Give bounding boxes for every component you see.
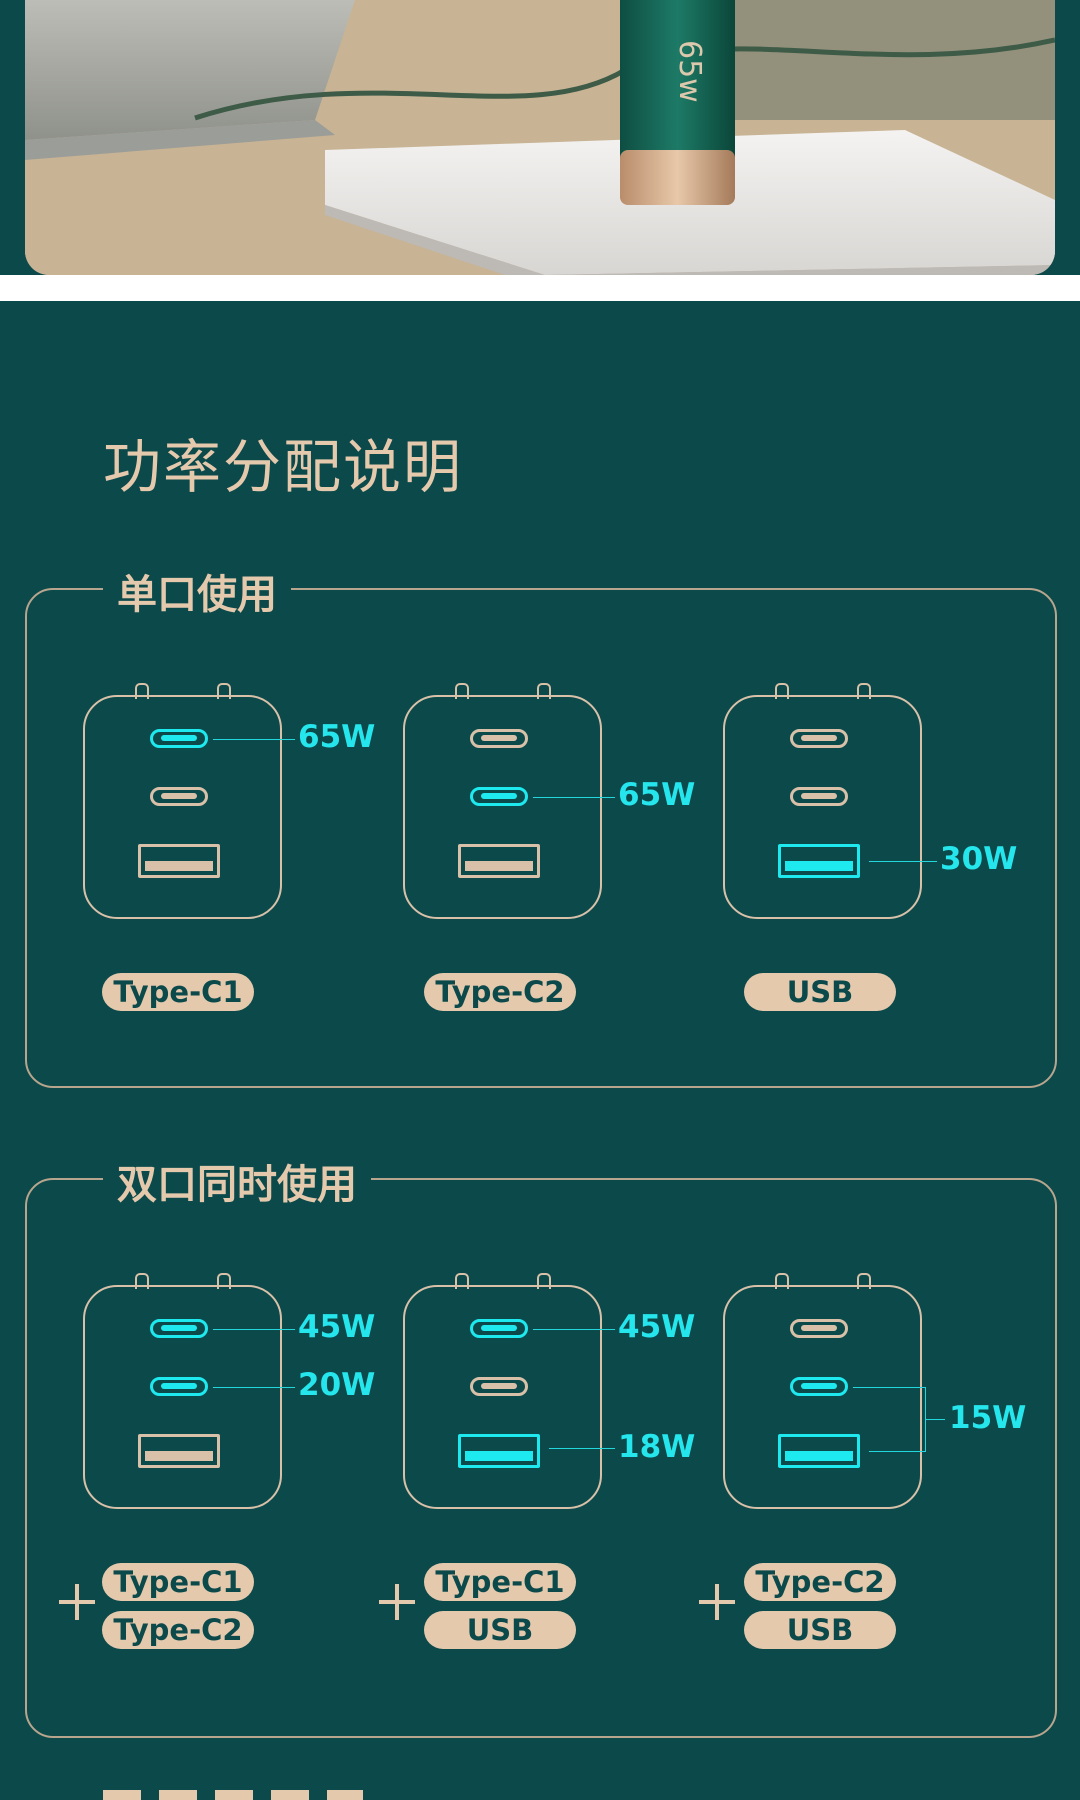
type-c1-port-icon	[150, 1319, 208, 1338]
port-label-pill: USB	[424, 1611, 576, 1649]
usb-port-icon	[778, 844, 860, 878]
watt-value: 18W	[618, 1429, 696, 1465]
dual-port-group: 双口同时使用 45W 20W Type-C1 Type-C2 45W 18W T…	[25, 1152, 1057, 1738]
usb-port-icon	[138, 844, 220, 878]
plug-prong	[537, 683, 551, 699]
charger-diagram-type-c2	[403, 683, 602, 919]
type-c2-port-icon	[790, 1377, 848, 1396]
single-port-group-label: 单口使用	[103, 562, 291, 620]
watt-leader-line	[213, 739, 295, 740]
type-c1-port-icon	[470, 1319, 528, 1338]
port-label-pill: Type-C1	[102, 1563, 254, 1601]
dual-port-group-label: 双口同时使用	[103, 1152, 371, 1210]
watt-leader-line	[925, 1419, 945, 1420]
plus-icon	[699, 1582, 739, 1622]
type-c1-port-icon	[470, 729, 528, 748]
plug-prong	[135, 1273, 149, 1289]
port-label-pill: Type-C1	[102, 973, 254, 1011]
product-photo-art: 65w	[25, 0, 1055, 275]
usb-port-icon	[458, 1434, 540, 1468]
plus-icon	[379, 1582, 419, 1622]
type-c2-port-icon	[790, 787, 848, 806]
plug-prong	[537, 1273, 551, 1289]
plug-prong	[775, 683, 789, 699]
plug-prong	[857, 683, 871, 699]
plug-prong	[217, 683, 231, 699]
type-c2-port-icon	[150, 1377, 208, 1396]
charger-diagram-usb	[723, 683, 922, 919]
single-port-group: 单口使用 65W Type-C1 65W Type-C2 30W USB	[25, 562, 1057, 1088]
charger-diagram-c2-usb	[723, 1273, 922, 1509]
next-section-title-cutoff	[103, 1786, 403, 1800]
plus-icon	[59, 1582, 99, 1622]
watt-value: 65W	[298, 719, 376, 755]
watt-value: 45W	[618, 1309, 696, 1345]
watt-leader-line	[869, 861, 937, 862]
charger-diagram-c1-c2	[83, 1273, 282, 1509]
port-label-pill: Type-C1	[424, 1563, 576, 1601]
port-label-pill: USB	[744, 973, 896, 1011]
type-c2-port-icon	[150, 787, 208, 806]
watt-leader-line	[213, 1387, 295, 1388]
watt-leader-line	[213, 1329, 295, 1330]
watt-leader-line	[853, 1387, 925, 1388]
usb-port-icon	[458, 844, 540, 878]
plug-prong	[135, 683, 149, 699]
type-c1-port-icon	[790, 729, 848, 748]
photo-divider	[0, 275, 1080, 301]
watt-leader-line	[869, 1451, 925, 1452]
charger-diagram-c1-usb	[403, 1273, 602, 1509]
product-photo: 65w	[25, 0, 1055, 275]
plug-prong	[217, 1273, 231, 1289]
type-c1-port-icon	[150, 729, 208, 748]
port-label-pill: USB	[744, 1611, 896, 1649]
watt-value: 45W	[298, 1309, 376, 1345]
charger-diagram-type-c1	[83, 683, 282, 919]
watt-value: 20W	[298, 1367, 376, 1403]
port-label-pill: Type-C2	[102, 1611, 254, 1649]
svg-text:65w: 65w	[672, 40, 707, 103]
watt-value: 15W	[949, 1400, 1027, 1436]
type-c2-port-icon	[470, 787, 528, 806]
usb-port-icon	[778, 1434, 860, 1468]
type-c1-port-icon	[790, 1319, 848, 1338]
type-c2-port-icon	[470, 1377, 528, 1396]
watt-leader-line	[549, 1448, 615, 1449]
watt-value: 30W	[940, 841, 1018, 877]
plug-prong	[455, 1273, 469, 1289]
watt-leader-line	[533, 1329, 615, 1330]
plug-prong	[775, 1273, 789, 1289]
port-label-pill: Type-C2	[744, 1563, 896, 1601]
watt-value: 65W	[618, 777, 696, 813]
usb-port-icon	[138, 1434, 220, 1468]
plug-prong	[455, 683, 469, 699]
plug-prong	[857, 1273, 871, 1289]
watt-leader-line	[533, 797, 615, 798]
port-label-pill: Type-C2	[424, 973, 576, 1011]
page-title: 功率分配说明	[103, 433, 464, 501]
